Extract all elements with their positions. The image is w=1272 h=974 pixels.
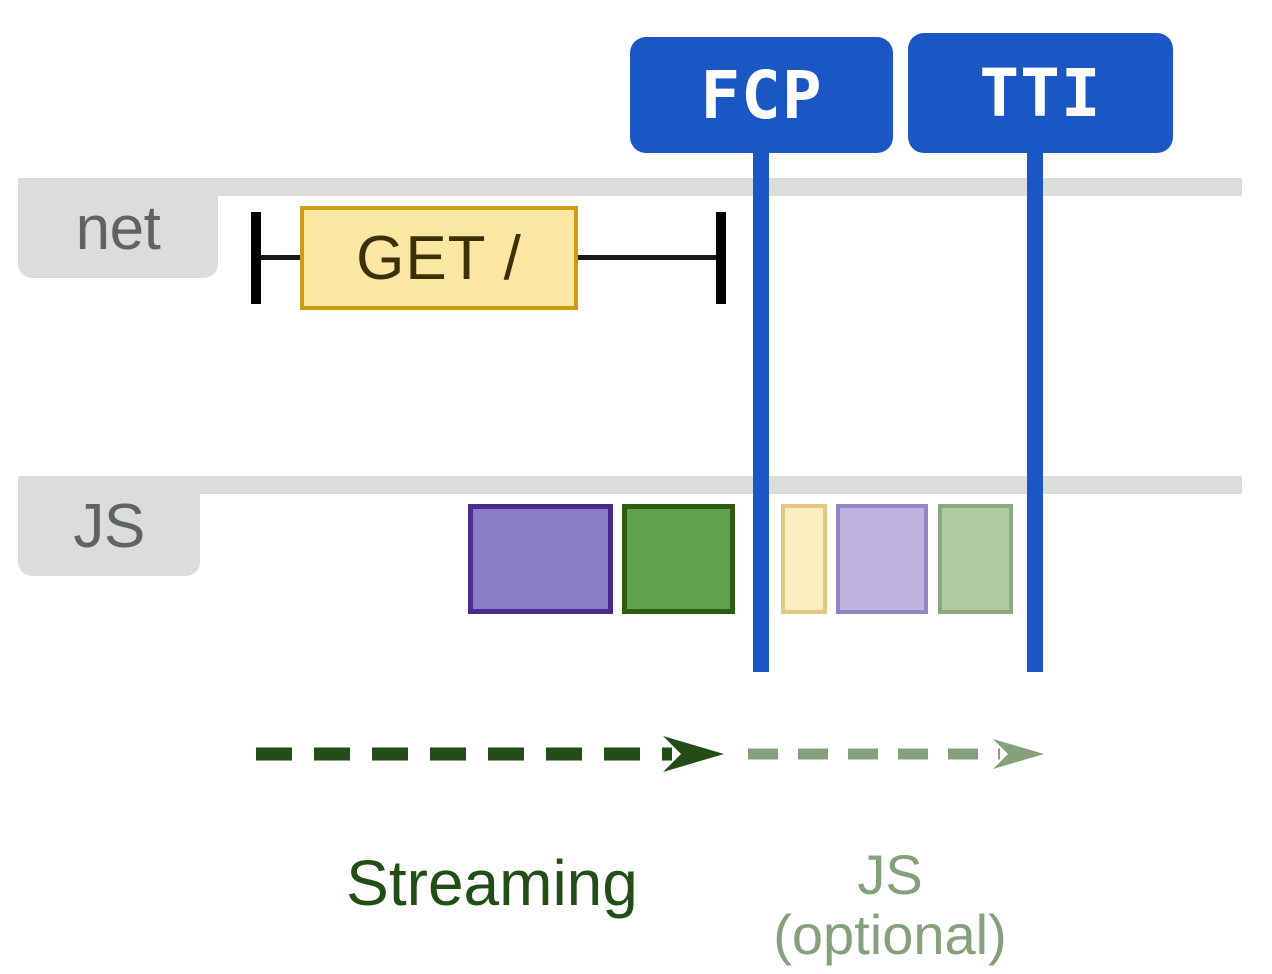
request-whisker-left: [256, 255, 306, 260]
request-block-get-root[interactable]: GET /: [300, 206, 578, 310]
request-end-cap-icon: [716, 212, 726, 304]
request-block-label: GET /: [356, 223, 522, 293]
request-start-cap-icon: [251, 212, 261, 304]
milestone-badge-fcp-label: FCP: [700, 56, 823, 134]
lane-label-js: JS: [18, 476, 200, 576]
js-task-render[interactable]: [622, 504, 735, 614]
js-task-hydrate-b[interactable]: [836, 504, 928, 614]
milestone-badge-tti[interactable]: TTI: [908, 33, 1173, 153]
lane-rail-js: [18, 476, 1242, 494]
milestone-badge-fcp[interactable]: FCP: [630, 37, 893, 153]
js-task-hydrate-a[interactable]: [781, 504, 827, 614]
lane-label-net: net: [18, 178, 218, 278]
milestone-line-tti: [1027, 148, 1043, 672]
request-whisker-right: [574, 255, 724, 260]
phase-caption-js-optional-text: JS (optional): [773, 843, 1007, 966]
phase-caption-streaming: Streaming: [270, 782, 714, 918]
phase-arrow-streaming-icon: [256, 736, 724, 772]
js-task-parse[interactable]: [468, 504, 613, 614]
lane-label-net-text: net: [75, 193, 161, 263]
lane-rail-net: [18, 178, 1242, 196]
milestone-line-fcp: [753, 148, 769, 672]
phase-arrow-js-optional-icon: [748, 739, 1044, 769]
phase-caption-streaming-text: Streaming: [346, 846, 638, 919]
lane-label-js-text: JS: [73, 491, 145, 561]
phase-caption-js-optional: JS (optional): [740, 786, 1040, 964]
js-task-hydrate-c[interactable]: [938, 504, 1013, 614]
milestone-badge-tti-label: TTI: [979, 54, 1102, 132]
